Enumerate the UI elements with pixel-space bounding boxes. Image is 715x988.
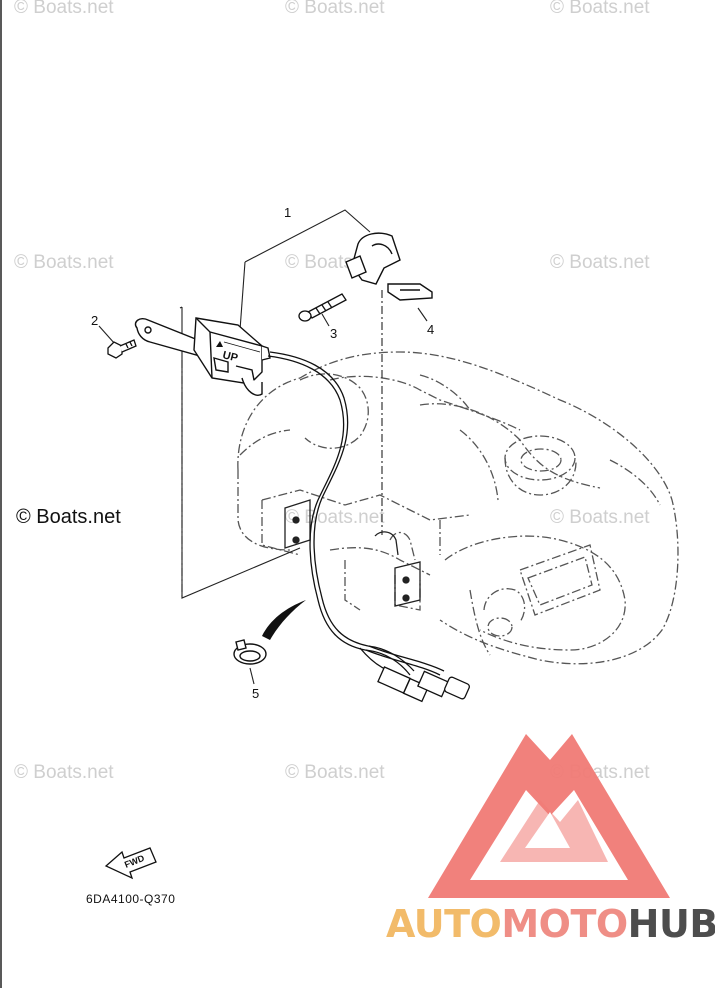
copyright-text: © Boats.net bbox=[16, 506, 121, 528]
automotohub-logo-icon bbox=[428, 734, 670, 898]
brand-part-hub: HUB bbox=[627, 902, 715, 946]
brand-part-auto: AUTO bbox=[386, 902, 502, 946]
sensor-holder bbox=[345, 232, 433, 301]
fwd-arrow-icon bbox=[104, 847, 157, 880]
watermark: © Boats.net bbox=[14, 252, 114, 273]
callout-3: 3 bbox=[330, 326, 338, 341]
cable-connectors bbox=[377, 666, 470, 703]
bolt bbox=[107, 339, 137, 359]
direction-arrow-icon bbox=[262, 600, 306, 640]
callout-1: 1 bbox=[284, 205, 292, 220]
watermark: © Boats.net bbox=[14, 762, 114, 783]
cable-clamp bbox=[233, 639, 267, 665]
callout-5: 5 bbox=[252, 686, 260, 701]
screw bbox=[298, 293, 347, 322]
watermark: © Boats.net bbox=[550, 252, 650, 273]
sensor-cable bbox=[267, 351, 445, 676]
watermark: © Boats.net bbox=[14, 0, 114, 18]
brand-part-moto: MOTO bbox=[501, 902, 628, 946]
watermark: © Boats.net bbox=[550, 507, 650, 528]
watermark: © Boats.net bbox=[285, 762, 385, 783]
trim-sensor-assembly bbox=[134, 317, 271, 396]
watermark: © Boats.net bbox=[550, 0, 650, 18]
brand-wordmark: AUTOMOTOHUB bbox=[386, 902, 715, 946]
engine-block-outline bbox=[237, 351, 679, 665]
mounting-pads bbox=[284, 499, 421, 607]
leader-lines bbox=[98, 209, 428, 685]
callout-2: 2 bbox=[91, 313, 99, 328]
up-label: UP bbox=[221, 349, 239, 364]
up-arrow-icon bbox=[216, 341, 223, 347]
watermark: © Boats.net bbox=[285, 0, 385, 18]
diagram-code: 6DA4100-Q370 bbox=[86, 892, 176, 906]
callout-4: 4 bbox=[427, 322, 435, 337]
